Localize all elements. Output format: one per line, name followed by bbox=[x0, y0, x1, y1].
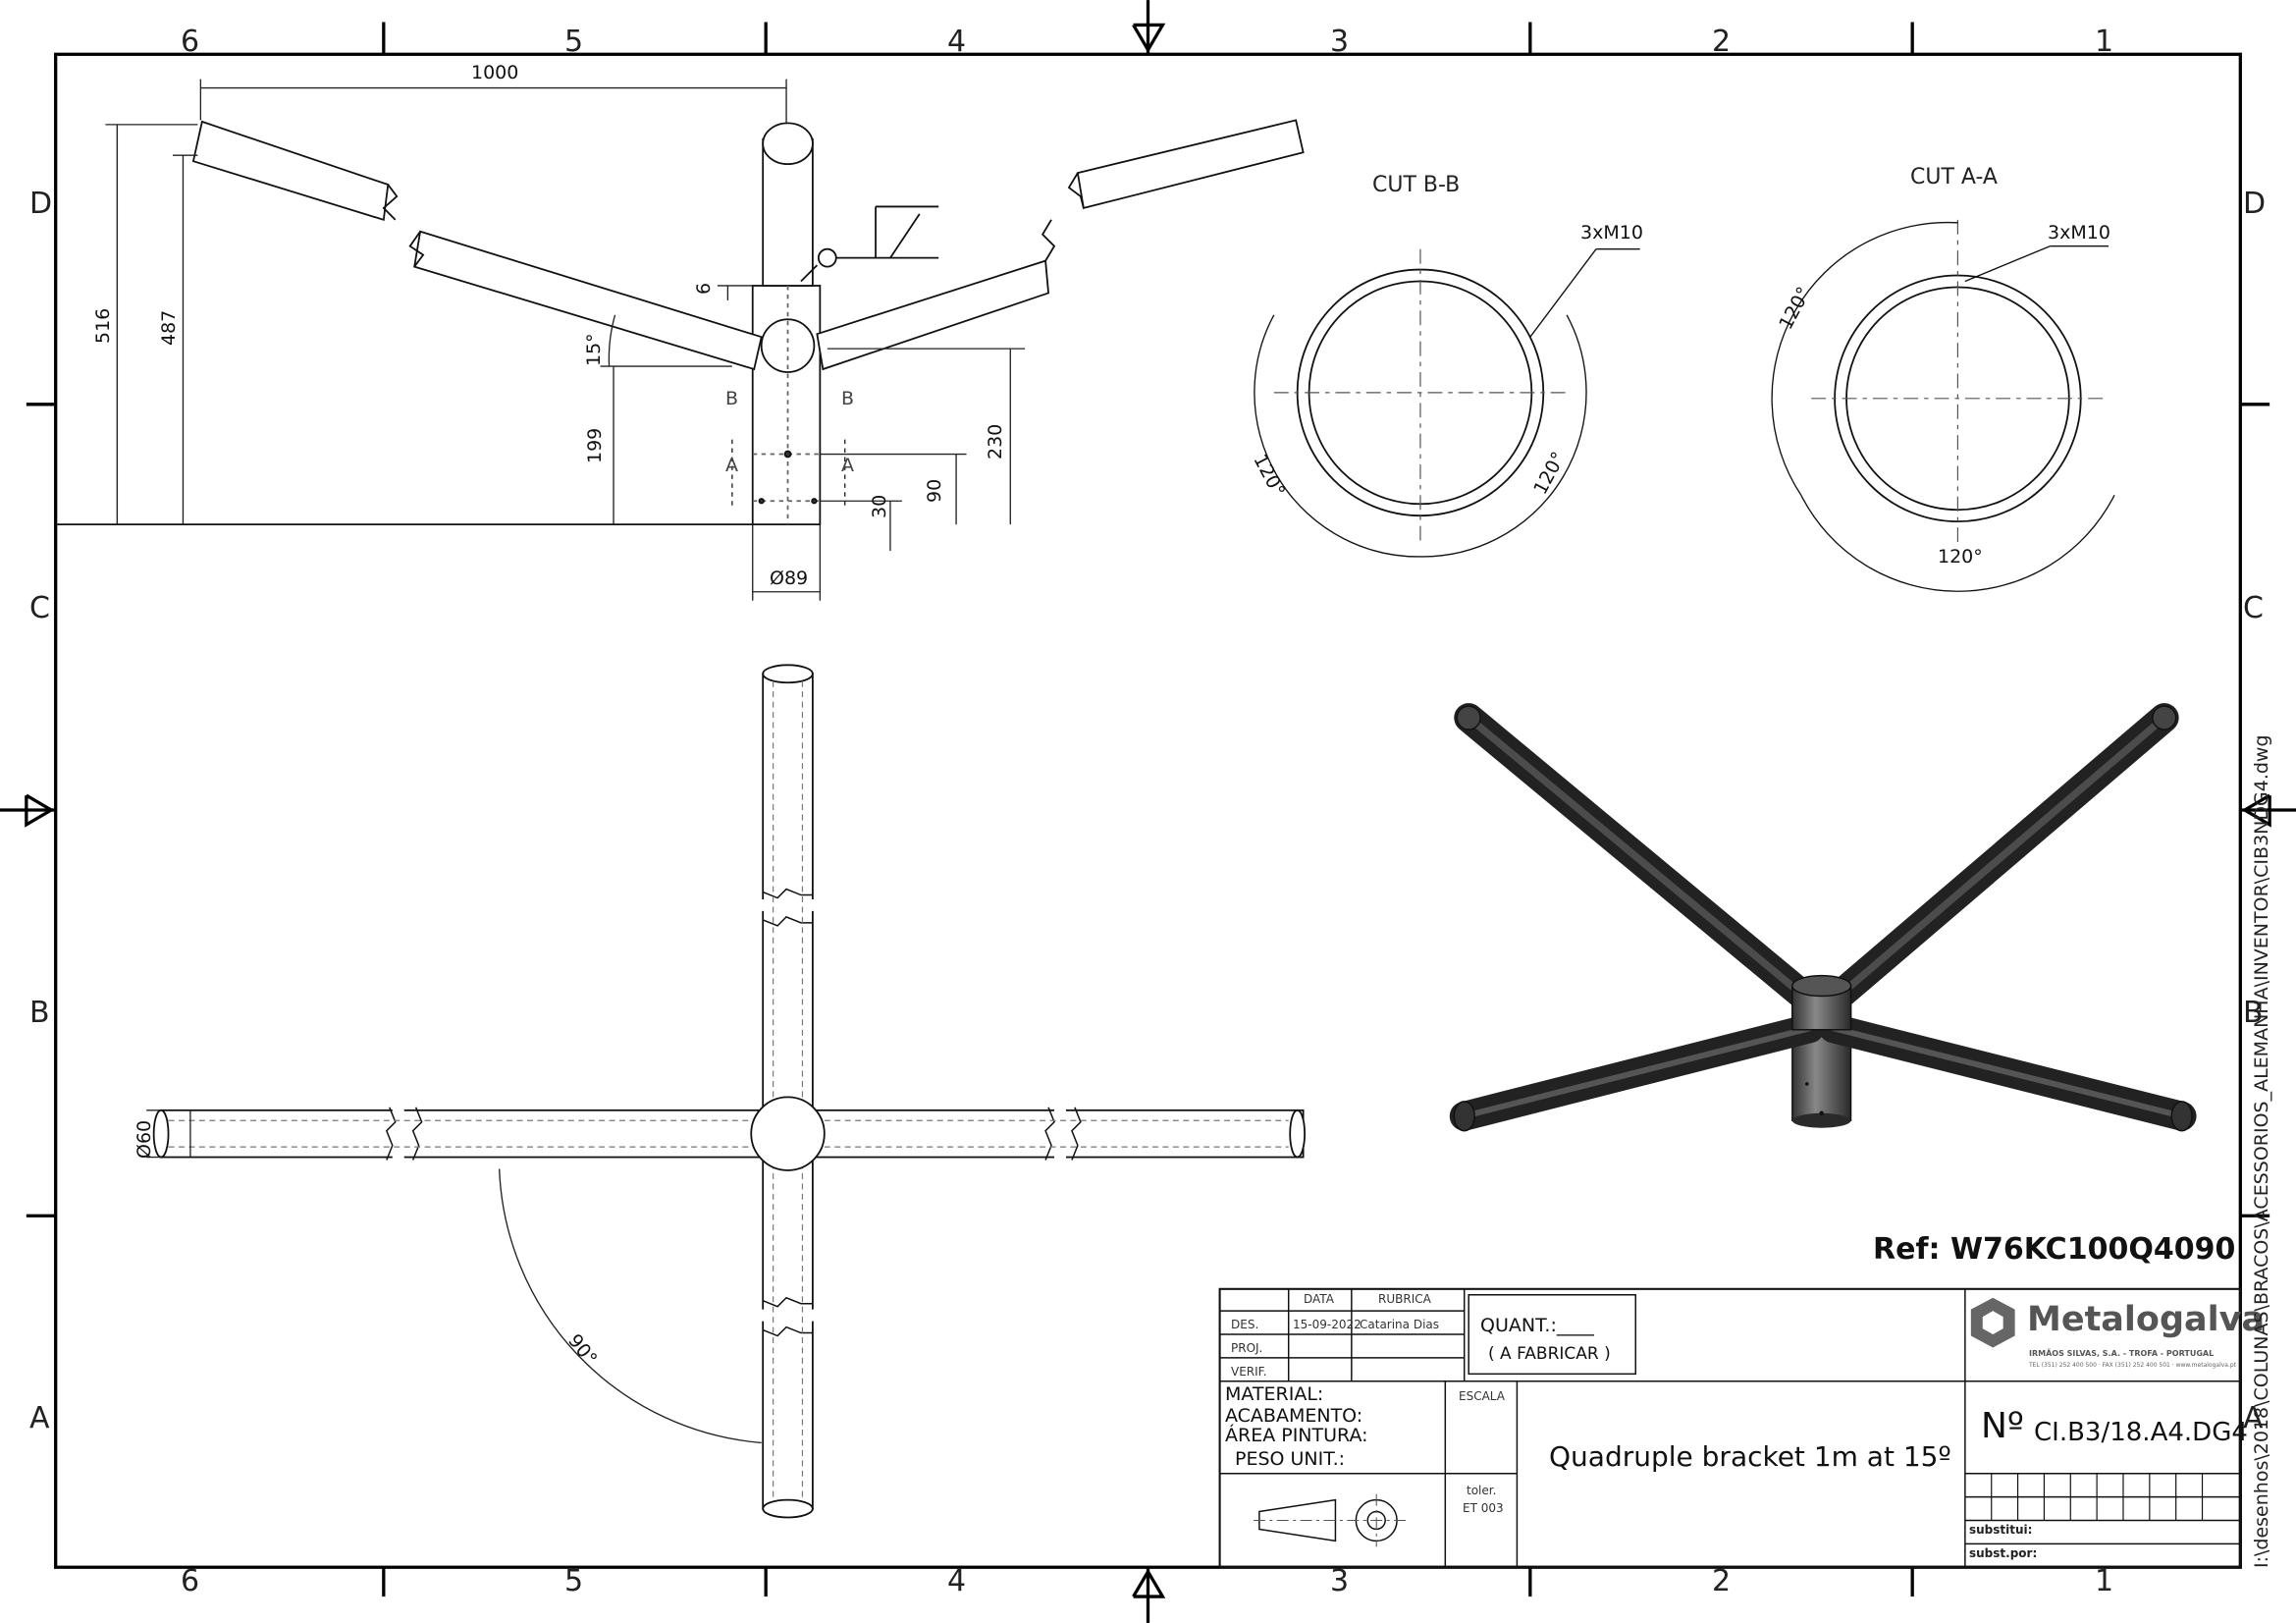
file-path: I:\desenhos\2018\COLUNAS\BRACOS\ACESSORI… bbox=[2251, 734, 2272, 1568]
field-paint-area: ÁREA PINTURA: bbox=[1225, 1425, 1368, 1446]
cut-b-holes: 3xM10 bbox=[1580, 222, 1643, 243]
substituted-by-label: subst.por: bbox=[1969, 1546, 2038, 1560]
section-mark-b-right: B bbox=[841, 388, 855, 409]
company-contacts: TEL (351) 252 400 500 · FAX (351) 252 40… bbox=[2029, 1362, 2237, 1369]
company-logo: Metalogalva bbox=[2027, 1300, 2266, 1339]
column-label-top-2: 2 bbox=[1712, 25, 1732, 59]
column-label-bottom-3: 3 bbox=[1330, 1564, 1350, 1598]
dimension-width: 1000 bbox=[471, 62, 519, 83]
column-label-top-5: 5 bbox=[564, 25, 584, 59]
dimension-offset-30: 30 bbox=[869, 494, 890, 518]
column-label-bottom-1: 1 bbox=[2095, 1564, 2114, 1598]
cut-a-angle-bottom: 120° bbox=[1938, 546, 1983, 568]
dimension-diameter-60: Ø60 bbox=[133, 1119, 155, 1159]
column-label-bottom-4: 4 bbox=[947, 1564, 967, 1598]
column-label-top-4: 4 bbox=[947, 25, 967, 59]
company-subtitle: IRMÃOS SILVAS, S.A. - TROFA - PORTUGAL bbox=[2029, 1349, 2215, 1358]
row-label-right-a: A bbox=[2243, 1401, 2264, 1435]
column-label-bottom-5: 5 bbox=[564, 1564, 584, 1598]
dimension-junction-height: 230 bbox=[985, 423, 1006, 460]
title-block bbox=[1218, 1287, 2242, 1569]
column-label-top-1: 1 bbox=[2095, 25, 2114, 59]
dimension-diameter-89: Ø89 bbox=[770, 568, 809, 589]
substitutes-label: substitui: bbox=[1969, 1523, 2033, 1537]
isometric-render bbox=[1449, 703, 2197, 1132]
quantity-note: ( A FABRICAR ) bbox=[1488, 1344, 1611, 1364]
column-label-bottom-6: 6 bbox=[181, 1564, 200, 1598]
header-signature: RUBRICA bbox=[1378, 1292, 1431, 1306]
row-label-right-c: C bbox=[2243, 591, 2264, 625]
row-label-left-c: C bbox=[29, 591, 50, 625]
column-label-bottom-2: 2 bbox=[1712, 1564, 1732, 1598]
dimension-height-arm-low: 199 bbox=[584, 427, 606, 463]
field-material: MATERIAL: bbox=[1225, 1383, 1324, 1405]
header-date: DATA bbox=[1304, 1292, 1334, 1306]
tolerance-label: toler. bbox=[1467, 1484, 1497, 1497]
section-mark-b-left: B bbox=[725, 388, 739, 409]
row-label-verif: VERIF. bbox=[1231, 1365, 1267, 1379]
row-label-right-b: B bbox=[2243, 996, 2264, 1030]
section-mark-a-left: A bbox=[725, 455, 738, 476]
cut-b-title: CUT B-B bbox=[1372, 173, 1461, 197]
cut-b-section bbox=[1254, 248, 1640, 558]
quantity-label: QUANT.:____ bbox=[1480, 1315, 1594, 1336]
field-finish: ACABAMENTO: bbox=[1225, 1405, 1363, 1427]
cut-a-section bbox=[1771, 219, 2115, 592]
cut-a-title: CUT A-A bbox=[1910, 165, 1998, 189]
row-label-left-b: B bbox=[29, 996, 50, 1030]
drawing-number: CI.B3/18.A4.DG4 bbox=[2034, 1418, 2248, 1447]
column-label-top-3: 3 bbox=[1330, 25, 1350, 59]
dimension-weld-6: 6 bbox=[693, 282, 715, 295]
row-label-left-a: A bbox=[29, 1401, 50, 1435]
tolerance-value: ET 003 bbox=[1463, 1501, 1504, 1515]
row-label-des: DES. bbox=[1231, 1318, 1259, 1331]
row-label-right-d: D bbox=[2243, 187, 2267, 221]
des-signature: Catarina Dias bbox=[1360, 1318, 1440, 1331]
top-view bbox=[146, 664, 1307, 1519]
dimension-angle-15: 15° bbox=[583, 333, 605, 366]
drawing-title: Quadruple bracket 1m at 15º bbox=[1549, 1440, 1951, 1473]
reference-code: Ref: W76KC100Q4090 bbox=[1873, 1232, 2236, 1267]
row-label-left-d: D bbox=[29, 187, 53, 221]
section-mark-a-right: A bbox=[841, 455, 854, 476]
dimension-height-total: 516 bbox=[92, 307, 114, 344]
field-unit-weight: PESO UNIT.: bbox=[1235, 1448, 1346, 1470]
dimension-height-arm: 487 bbox=[158, 309, 180, 346]
metalogalva-logo-mark bbox=[1970, 1297, 2015, 1348]
des-date: 15-09-2022 bbox=[1293, 1318, 1362, 1331]
drawing-number-prefix: Nº bbox=[1981, 1406, 2024, 1446]
scale-label: ESCALA bbox=[1459, 1389, 1505, 1403]
row-label-proj: PROJ. bbox=[1231, 1341, 1263, 1355]
dimension-offset-90: 90 bbox=[924, 478, 945, 503]
column-label-top-6: 6 bbox=[181, 25, 200, 59]
front-view bbox=[55, 79, 1305, 601]
cut-a-holes: 3xM10 bbox=[2048, 222, 2110, 243]
